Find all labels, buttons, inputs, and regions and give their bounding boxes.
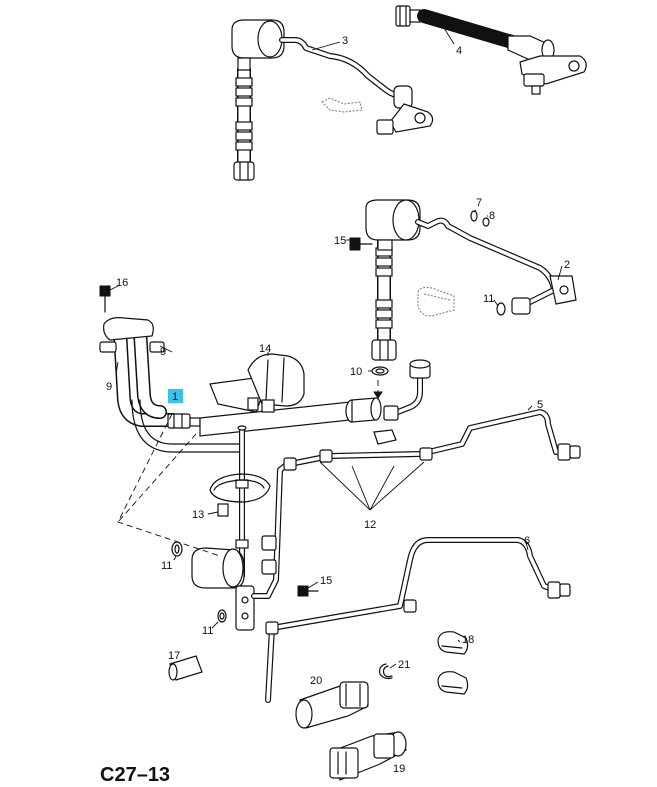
callout-20[interactable]: 20 [310,675,322,687]
callout-labels: 1 2 3 4 5 6 7 8 9 9 10 11 11 11 12 13 14… [106,35,570,775]
part-1-fitting [167,413,201,429]
callout-16[interactable]: 16 [116,277,128,289]
leader-lines [109,27,563,669]
part-11-oring-bottom [217,609,227,623]
callout-11b[interactable]: 11 [161,560,172,572]
part-15-bolt-upper [349,237,373,251]
callout-3[interactable]: 3 [342,35,348,47]
part-6-pipe [265,537,571,703]
callout-9a[interactable]: 9 [160,346,166,358]
part-21-ring [379,663,393,680]
part-14-bracket [209,353,305,413]
part-5-pipe [283,409,581,471]
callout-15a[interactable]: 15 [334,235,346,247]
callout-1[interactable]: 1 [172,391,178,403]
callout-9b[interactable]: 9 [106,381,112,393]
callout-11a[interactable]: 11 [483,293,494,305]
elbow-fitting [373,359,431,445]
figure-code: C27–13 [100,764,170,786]
part-20-switch [295,681,369,729]
callout-7[interactable]: 7 [476,197,482,209]
part-10-oring [371,366,389,376]
part-9-hose-left [99,317,241,453]
callout-14[interactable]: 14 [259,343,271,355]
accumulator [191,459,293,631]
callout-4[interactable]: 4 [456,45,462,57]
callout-13[interactable]: 13 [192,509,204,521]
part-17-sleeve [168,655,203,681]
part-19-switch [329,731,407,781]
part-3-hose-assembly [231,19,434,181]
callout-19[interactable]: 19 [393,763,405,775]
callout-17[interactable]: 17 [168,650,180,662]
part-15-bolt-lower [297,585,319,597]
callout-21[interactable]: 21 [398,659,410,671]
callout-2[interactable]: 2 [564,259,570,271]
part-4-hose [395,5,587,95]
part-18-clips [437,631,469,695]
callout-8[interactable]: 8 [489,210,495,222]
callout-12[interactable]: 12 [364,519,376,531]
part-16-bolt [99,285,111,313]
callout-6[interactable]: 6 [524,535,530,547]
callout-5[interactable]: 5 [537,399,543,411]
part-1-highlight [168,389,183,403]
callout-18[interactable]: 18 [462,634,474,646]
part-2-hose-assembly [365,199,577,361]
callout-15b[interactable]: 15 [320,575,332,587]
part-13-clamp [209,473,271,517]
part-11-oring-left [171,541,183,557]
callout-11c[interactable]: 11 [202,625,213,637]
callout-10[interactable]: 10 [350,366,362,378]
vertical-pipe [235,425,249,579]
